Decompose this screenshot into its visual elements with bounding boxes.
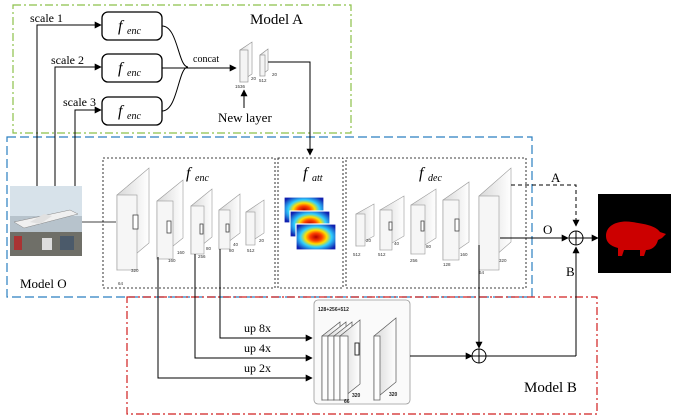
new-layer-blocks: 1536 20 512 20 xyxy=(235,41,278,89)
encoder-box-scale-1: f enc xyxy=(101,11,163,41)
encoder-box-3-subscript: enc xyxy=(127,111,141,122)
new-layer-label: New layer xyxy=(218,110,272,125)
model-a-label: Model A xyxy=(250,12,303,28)
model-a-border xyxy=(12,4,352,134)
encoder-box-2-subscript: enc xyxy=(127,68,141,79)
decoder-dim-3: 512 xyxy=(378,252,386,257)
model-o-label: Model O xyxy=(20,276,67,291)
attention-symbol: f xyxy=(303,165,310,182)
branch-o-label: O xyxy=(543,222,552,237)
model-b-border xyxy=(126,296,598,415)
decoder-layer-4 xyxy=(442,181,470,261)
branch-b-label: B xyxy=(566,264,575,279)
decoder-layer-1 xyxy=(355,203,375,247)
upsample-4x-label: up 4x xyxy=(244,341,271,355)
decoder-dim-6: 80 xyxy=(426,244,432,249)
decoder-dim-4: 40 xyxy=(394,241,400,246)
model-b-feature-block: 128+256+512 320 320 66 xyxy=(313,299,411,405)
fusion-node-output xyxy=(568,230,584,246)
decoder-dim-7: 128 xyxy=(443,262,451,267)
encoder-dim-10: 64 xyxy=(118,281,124,286)
encoder-box-scale-2: f enc xyxy=(101,53,163,83)
attention-panel: f att xyxy=(277,157,344,289)
decoder-layer-2 xyxy=(379,195,405,251)
branch-a-label: A xyxy=(551,170,561,185)
scale-connectors xyxy=(36,21,102,186)
decoder-dim-9: 64 xyxy=(479,270,485,275)
decoder-panel: f dec 512 20 512 40 256 80 xyxy=(345,157,527,289)
encoder-dim-7: 40 xyxy=(233,242,239,247)
concat-connectors xyxy=(161,25,237,112)
model-o-border xyxy=(6,136,533,298)
branch-a-arrow xyxy=(511,184,580,227)
output-segmentation-mask xyxy=(598,194,671,273)
model-a-to-attention-arrow xyxy=(268,61,314,156)
encoder-panel: f enc 320 160 160 256 80 xyxy=(102,157,276,289)
encoder-dim-1: 320 xyxy=(131,268,139,273)
model-b-dim-1: 320 xyxy=(352,393,361,399)
encoder-box-3-symbol: f xyxy=(118,103,125,120)
encoder-dim-9: 20 xyxy=(259,238,265,243)
model-o-region: Model O xyxy=(6,136,533,298)
model-b-dim-3: 66 xyxy=(344,399,350,405)
decoder-dim-8: 160 xyxy=(460,252,468,257)
new-layer-dim-3: 512 xyxy=(259,78,267,83)
decoder-dim-2: 20 xyxy=(366,238,372,243)
attention-heatmaps xyxy=(283,196,337,251)
skip-connections xyxy=(157,249,313,382)
encoder-panel-subscript: enc xyxy=(195,173,209,184)
decoder-layer-5 xyxy=(478,167,512,271)
input-airplane-image xyxy=(10,186,82,256)
encoder-layer-1 xyxy=(116,167,150,271)
encoder-box-1-symbol: f xyxy=(118,18,125,35)
encoder-dim-6: 80 xyxy=(229,248,235,253)
encoder-layer-5 xyxy=(245,199,265,246)
model-b-dim-2: 320 xyxy=(389,392,398,398)
model-b-label: Model B xyxy=(524,380,577,396)
upsample-2x-label: up 2x xyxy=(244,361,271,375)
fusion-node-model-b xyxy=(471,348,487,364)
encoder-box-scale-3: f enc xyxy=(101,96,163,126)
decoder-symbol: f xyxy=(419,165,426,182)
model-b-region: Model B xyxy=(126,296,598,415)
encoder-dim-2: 160 xyxy=(168,258,176,263)
encoder-dim-3: 160 xyxy=(177,250,185,255)
attention-subscript: att xyxy=(312,173,323,184)
decoder-dim-1: 512 xyxy=(353,252,361,257)
new-layer-dim-1: 1536 xyxy=(235,84,246,89)
upsample-8x-label: up 8x xyxy=(244,321,271,335)
new-layer-dim-2: 20 xyxy=(251,76,257,81)
scale-1-label: scale 1 xyxy=(30,11,63,25)
encoder-box-1-subscript: enc xyxy=(127,26,141,37)
encoder-dim-8: 512 xyxy=(247,248,255,253)
scale-3-label: scale 3 xyxy=(63,95,96,109)
encoder-dim-5: 80 xyxy=(206,246,212,251)
encoder-panel-symbol: f xyxy=(186,165,193,182)
concat-label: concat xyxy=(193,54,219,65)
encoder-layer-3 xyxy=(190,188,213,255)
new-layer-dim-4: 20 xyxy=(272,72,278,77)
decoder-dim-5: 256 xyxy=(410,258,418,263)
model-a-region: Model A xyxy=(12,4,352,134)
encoder-layer-2 xyxy=(156,179,184,260)
encoder-box-2-symbol: f xyxy=(118,60,125,77)
model-b-concat-dims: 128+256+512 xyxy=(318,307,349,313)
encoder-layer-4 xyxy=(218,193,241,250)
decoder-layer-3 xyxy=(410,188,437,255)
decoder-dim-10: 320 xyxy=(499,258,507,263)
encoder-dim-4: 256 xyxy=(198,254,206,259)
scale-2-label: scale 2 xyxy=(51,53,84,67)
decoder-subscript: dec xyxy=(428,173,442,184)
